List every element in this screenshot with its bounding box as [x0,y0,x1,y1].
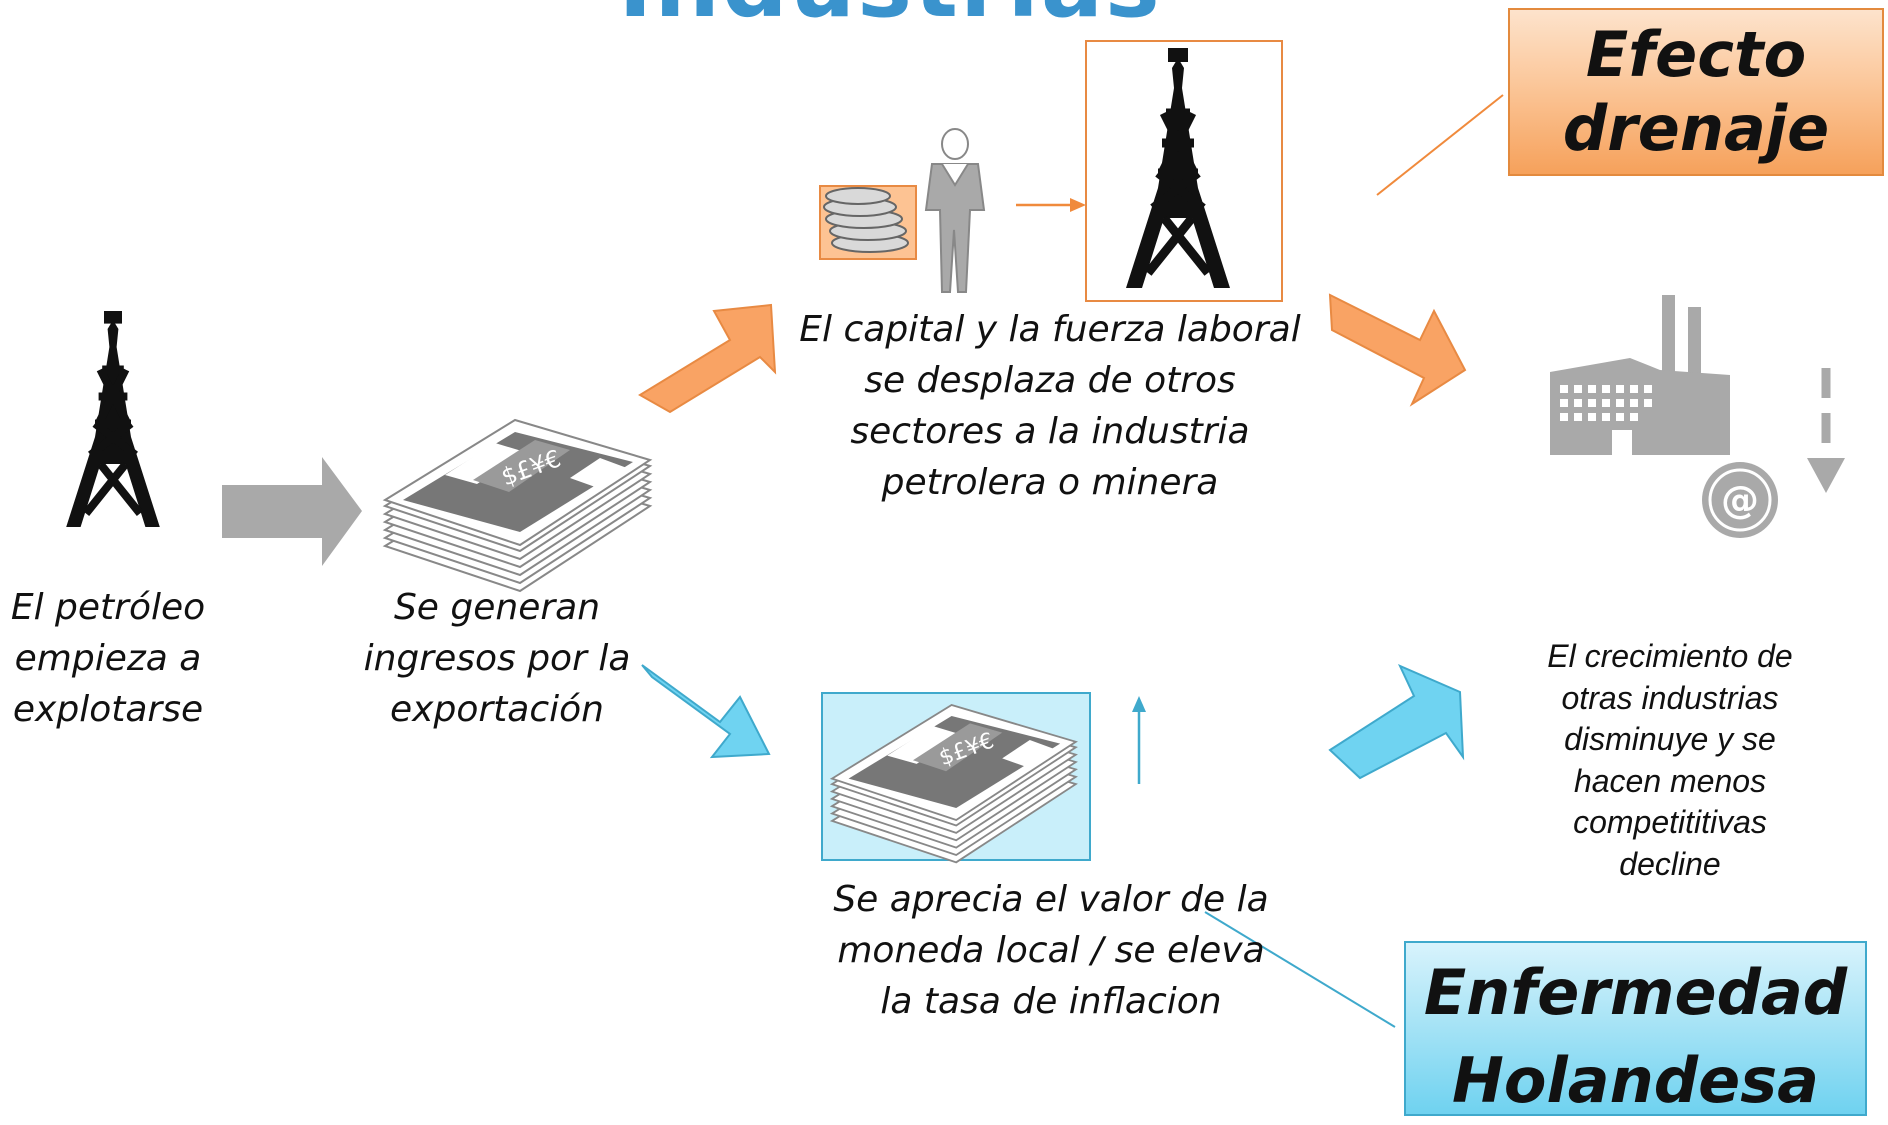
blue-arrow-up [1328,664,1465,780]
orange-arrow-up [638,303,777,414]
caption-decline: El crecimiento de otras industrias dismi… [1547,638,1793,882]
orange-callout-line [1376,94,1504,196]
worker-icon [924,128,986,293]
blue-up-arrow [1132,696,1146,784]
caption-currency: Se aprecia el valor de la moneda local /… [833,879,1269,1022]
oil-rig-icon [66,311,160,527]
dutch-disease-box: Enfermedad Holandesa [1404,941,1867,1117]
gray-arrow [222,457,362,566]
svg-text:@: @ [1721,478,1759,522]
page-title: Industrias [540,0,1240,40]
caption-capital: El capital y la fuerza laboral se despla… [799,309,1301,503]
blue-callout-line [1204,911,1396,1028]
email-icon: @ [1702,462,1778,538]
caption-oil: El petróleo empieza a explotarse [10,587,206,730]
orange-small-arrow [1016,198,1086,212]
orange-arrow-down [1328,293,1467,407]
coins-icon [819,185,917,260]
money-stack-box-icon: $£¥€ [831,704,1077,864]
money-stack-icon: $£¥€ [384,419,651,592]
drain-effect-box: Efecto drenaje [1508,8,1884,176]
decline-arrow [1807,368,1845,493]
factory-icon [1550,295,1730,455]
caption-income: Se generan ingresos por la exportación [363,587,631,730]
blue-arrow-down [641,664,771,759]
